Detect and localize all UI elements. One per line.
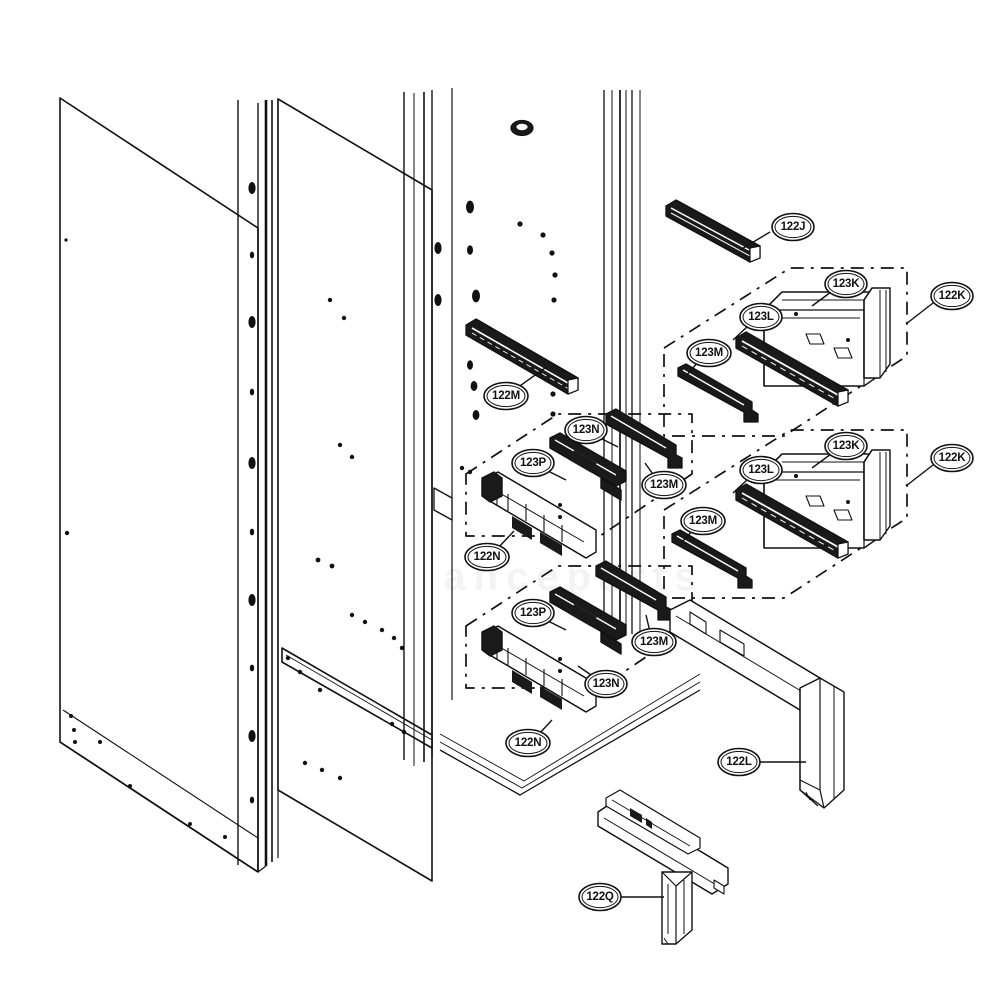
callout-label: 123M <box>650 479 678 491</box>
callout-123m-bottom[interactable]: 123M <box>631 614 677 657</box>
part-122m-mid-door-rail[interactable] <box>465 318 579 395</box>
callout-122n-lower[interactable]: 122N <box>505 719 553 758</box>
cabinet-floor-2-sill-b <box>439 681 701 789</box>
cabinet-hole-pattern <box>64 182 558 839</box>
assembly-box-122k-upper <box>663 267 908 437</box>
callout-layer: 122J 123K 122K 123L 123M <box>464 212 974 912</box>
callout-123n-upper[interactable]: 123N <box>564 415 619 448</box>
callout-label: 122N <box>515 737 542 749</box>
callout-label: 123K <box>833 440 861 452</box>
callout-label: 123M <box>640 636 668 648</box>
part-123n-basket-rail-upper[interactable] <box>605 408 683 469</box>
cabinet-right-column <box>603 90 641 640</box>
cabinet-left-wall <box>59 97 259 873</box>
callout-122m[interactable]: 122M <box>483 367 546 411</box>
cabinet-floor-1-edge <box>285 654 433 741</box>
cabinet-left-wall-bottom-edge <box>59 741 259 873</box>
callout-label: 123P <box>520 607 547 619</box>
callout-123p-lower[interactable]: 123P <box>511 598 567 631</box>
callout-label: 123P <box>520 457 547 469</box>
callout-122l[interactable]: 122L <box>717 747 806 777</box>
assembly-122n-upper[interactable] <box>481 408 683 559</box>
part-123m-slide-latch-rail-upper[interactable] <box>677 363 759 423</box>
callout-123k-lower[interactable]: 123K <box>811 431 868 469</box>
cabinet-shelf-ledge <box>433 487 453 521</box>
callout-label: 122K <box>939 452 967 464</box>
callout-122k-lower[interactable]: 122K <box>905 443 974 487</box>
assembly-122n-lower[interactable] <box>481 560 673 713</box>
callout-123n-lower[interactable]: 123N <box>577 665 628 699</box>
callout-label: 123N <box>573 424 600 436</box>
part-122q-hinge-support-bracket[interactable] <box>597 789 729 945</box>
callout-label: 122N <box>474 551 501 563</box>
part-123p-basket-front-frame-upper[interactable] <box>481 432 627 559</box>
assembly-122k-upper[interactable] <box>677 287 891 423</box>
callout-123l-upper[interactable]: 123L <box>732 302 783 341</box>
callout-123m-upper-right[interactable]: 123M <box>685 338 732 377</box>
cabinet-compartment-1 <box>277 98 433 882</box>
callout-label: 122J <box>781 221 806 233</box>
callout-123k-upper[interactable]: 123K <box>811 269 868 307</box>
callout-label: 123L <box>748 311 774 323</box>
callout-label: 123M <box>689 515 717 527</box>
callout-122q[interactable]: 122Q <box>578 882 664 912</box>
callout-label: 123L <box>748 464 774 476</box>
callout-label: 122M <box>492 390 520 402</box>
callout-123p-upper[interactable]: 123P <box>511 448 567 481</box>
cabinet-floor-2-sill <box>439 689 701 796</box>
part-123p-basket-front-frame-lower[interactable] <box>481 586 627 713</box>
cabinet-left-wall-fold <box>62 709 259 839</box>
cabinet-grommet <box>510 119 534 137</box>
part-123m-slide-latch-rail-lower[interactable] <box>671 529 753 589</box>
assembly-box-122n-upper <box>465 413 693 537</box>
callout-122k-upper[interactable]: 122K <box>905 281 974 325</box>
callout-label: 123K <box>833 278 861 290</box>
cabinet-floor-2-sill-c <box>439 673 701 782</box>
callout-123l-lower[interactable]: 123L <box>732 455 783 494</box>
cabinet-bottom-joint <box>257 865 267 873</box>
part-123l-slide-inner-rail-lower[interactable] <box>735 483 849 559</box>
part-122l-lower-door-rail-bracket[interactable] <box>669 599 845 809</box>
assembly-122k-lower[interactable] <box>671 449 891 589</box>
callout-label: 122Q <box>586 891 614 903</box>
callout-label: 122K <box>939 290 967 302</box>
part-123l-slide-inner-rail-upper[interactable] <box>735 331 849 407</box>
callout-123m-lower-right[interactable]: 123M <box>680 506 726 544</box>
callout-122n-upper[interactable]: 122N <box>464 530 515 572</box>
callout-label: 123M <box>695 347 723 359</box>
refrigerator-cabinet-shell <box>59 88 701 882</box>
callout-label: 123N <box>593 678 620 690</box>
callout-122j[interactable]: 122J <box>739 212 815 251</box>
callout-123m-mid[interactable]: 123M <box>641 462 687 500</box>
callout-label: 122L <box>726 756 752 768</box>
part-122j-upper-door-rail[interactable] <box>665 199 761 263</box>
